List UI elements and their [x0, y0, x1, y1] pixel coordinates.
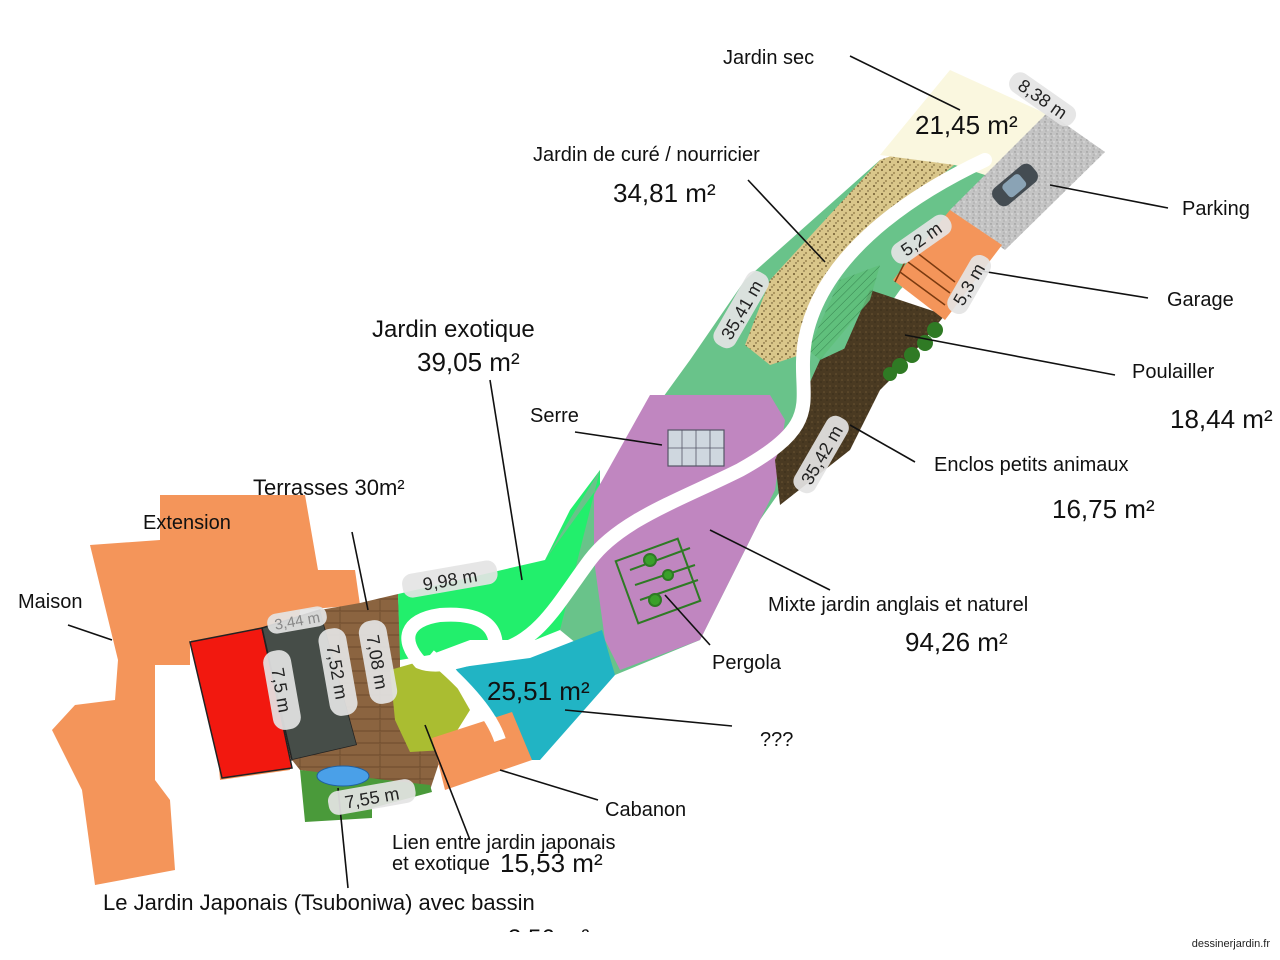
- leader-lines: [67, 55, 1169, 889]
- car-icon: [992, 163, 1038, 207]
- area-lien: 15,53 m²: [500, 848, 603, 878]
- link-area: [390, 660, 470, 752]
- label-lien-line2: et exotique: [392, 853, 490, 875]
- label-pergola: Pergola: [712, 652, 782, 674]
- house: [52, 495, 360, 885]
- garage-stairs-icon: [894, 251, 956, 306]
- label-jardin-cure: Jardin de curé / nourricier: [533, 144, 760, 166]
- pergola-icon: [614, 537, 702, 625]
- dimension-752: 7,52 m: [318, 628, 358, 716]
- hatched-zone: [808, 265, 880, 360]
- area-jardin-exotique: 39,05 m²: [417, 347, 520, 377]
- area-enclos: 16,75 m²: [1052, 494, 1155, 524]
- label-mixte: Mixte jardin anglais et naturel: [768, 594, 1028, 616]
- label-garage: Garage: [1167, 289, 1234, 311]
- label-maison: Maison: [18, 591, 82, 613]
- cabanon-shape: [432, 712, 532, 790]
- greenhouse-icon: [667, 429, 725, 467]
- garage-shape: [893, 210, 1002, 320]
- pond: [316, 765, 370, 787]
- label-enclos: Enclos petits animaux: [934, 454, 1129, 476]
- garden-path: [401, 153, 992, 672]
- label-zone-inconnue: ???: [760, 729, 793, 751]
- credit-text[interactable]: dessinerjardin.fr: [1191, 938, 1270, 950]
- label-jardin-japonais: Le Jardin Japonais (Tsuboniwa) avec bass…: [103, 890, 535, 915]
- label-cabanon: Cabanon: [605, 799, 686, 821]
- wood-terrace: [292, 594, 440, 790]
- chicken-coop: [835, 290, 945, 375]
- label-jardin-sec: Jardin sec: [723, 47, 814, 69]
- label-lien-line1: Lien entre jardin japonais: [392, 832, 616, 854]
- area-poulailler: 18,44 m²: [1170, 404, 1273, 434]
- cure-garden: [745, 140, 990, 365]
- label-terrasses: Terrasses 30m²: [253, 475, 405, 500]
- dimension-708: 7,08 m: [358, 620, 398, 704]
- unknown-zone: [455, 630, 615, 760]
- area-mixte: 94,26 m²: [905, 627, 1008, 657]
- house-shape: [52, 495, 360, 885]
- bottom-mask: [0, 932, 1100, 960]
- area-jardin-cure: 34,81 m²: [613, 178, 716, 208]
- label-poulailler: Poulailler: [1132, 361, 1215, 383]
- dimension-75: 7,5 m: [263, 650, 301, 730]
- coop-hedge: [883, 322, 943, 381]
- label-extension: Extension: [143, 512, 231, 534]
- area-zone-inconnue: 25,51 m²: [487, 676, 590, 706]
- garden-path-branch: [426, 650, 506, 743]
- label-jardin-exotique: Jardin exotique: [372, 316, 535, 343]
- label-serre: Serre: [530, 405, 579, 427]
- label-parking: Parking: [1182, 198, 1250, 220]
- area-jardin-sec: 21,45 m²: [915, 110, 1018, 140]
